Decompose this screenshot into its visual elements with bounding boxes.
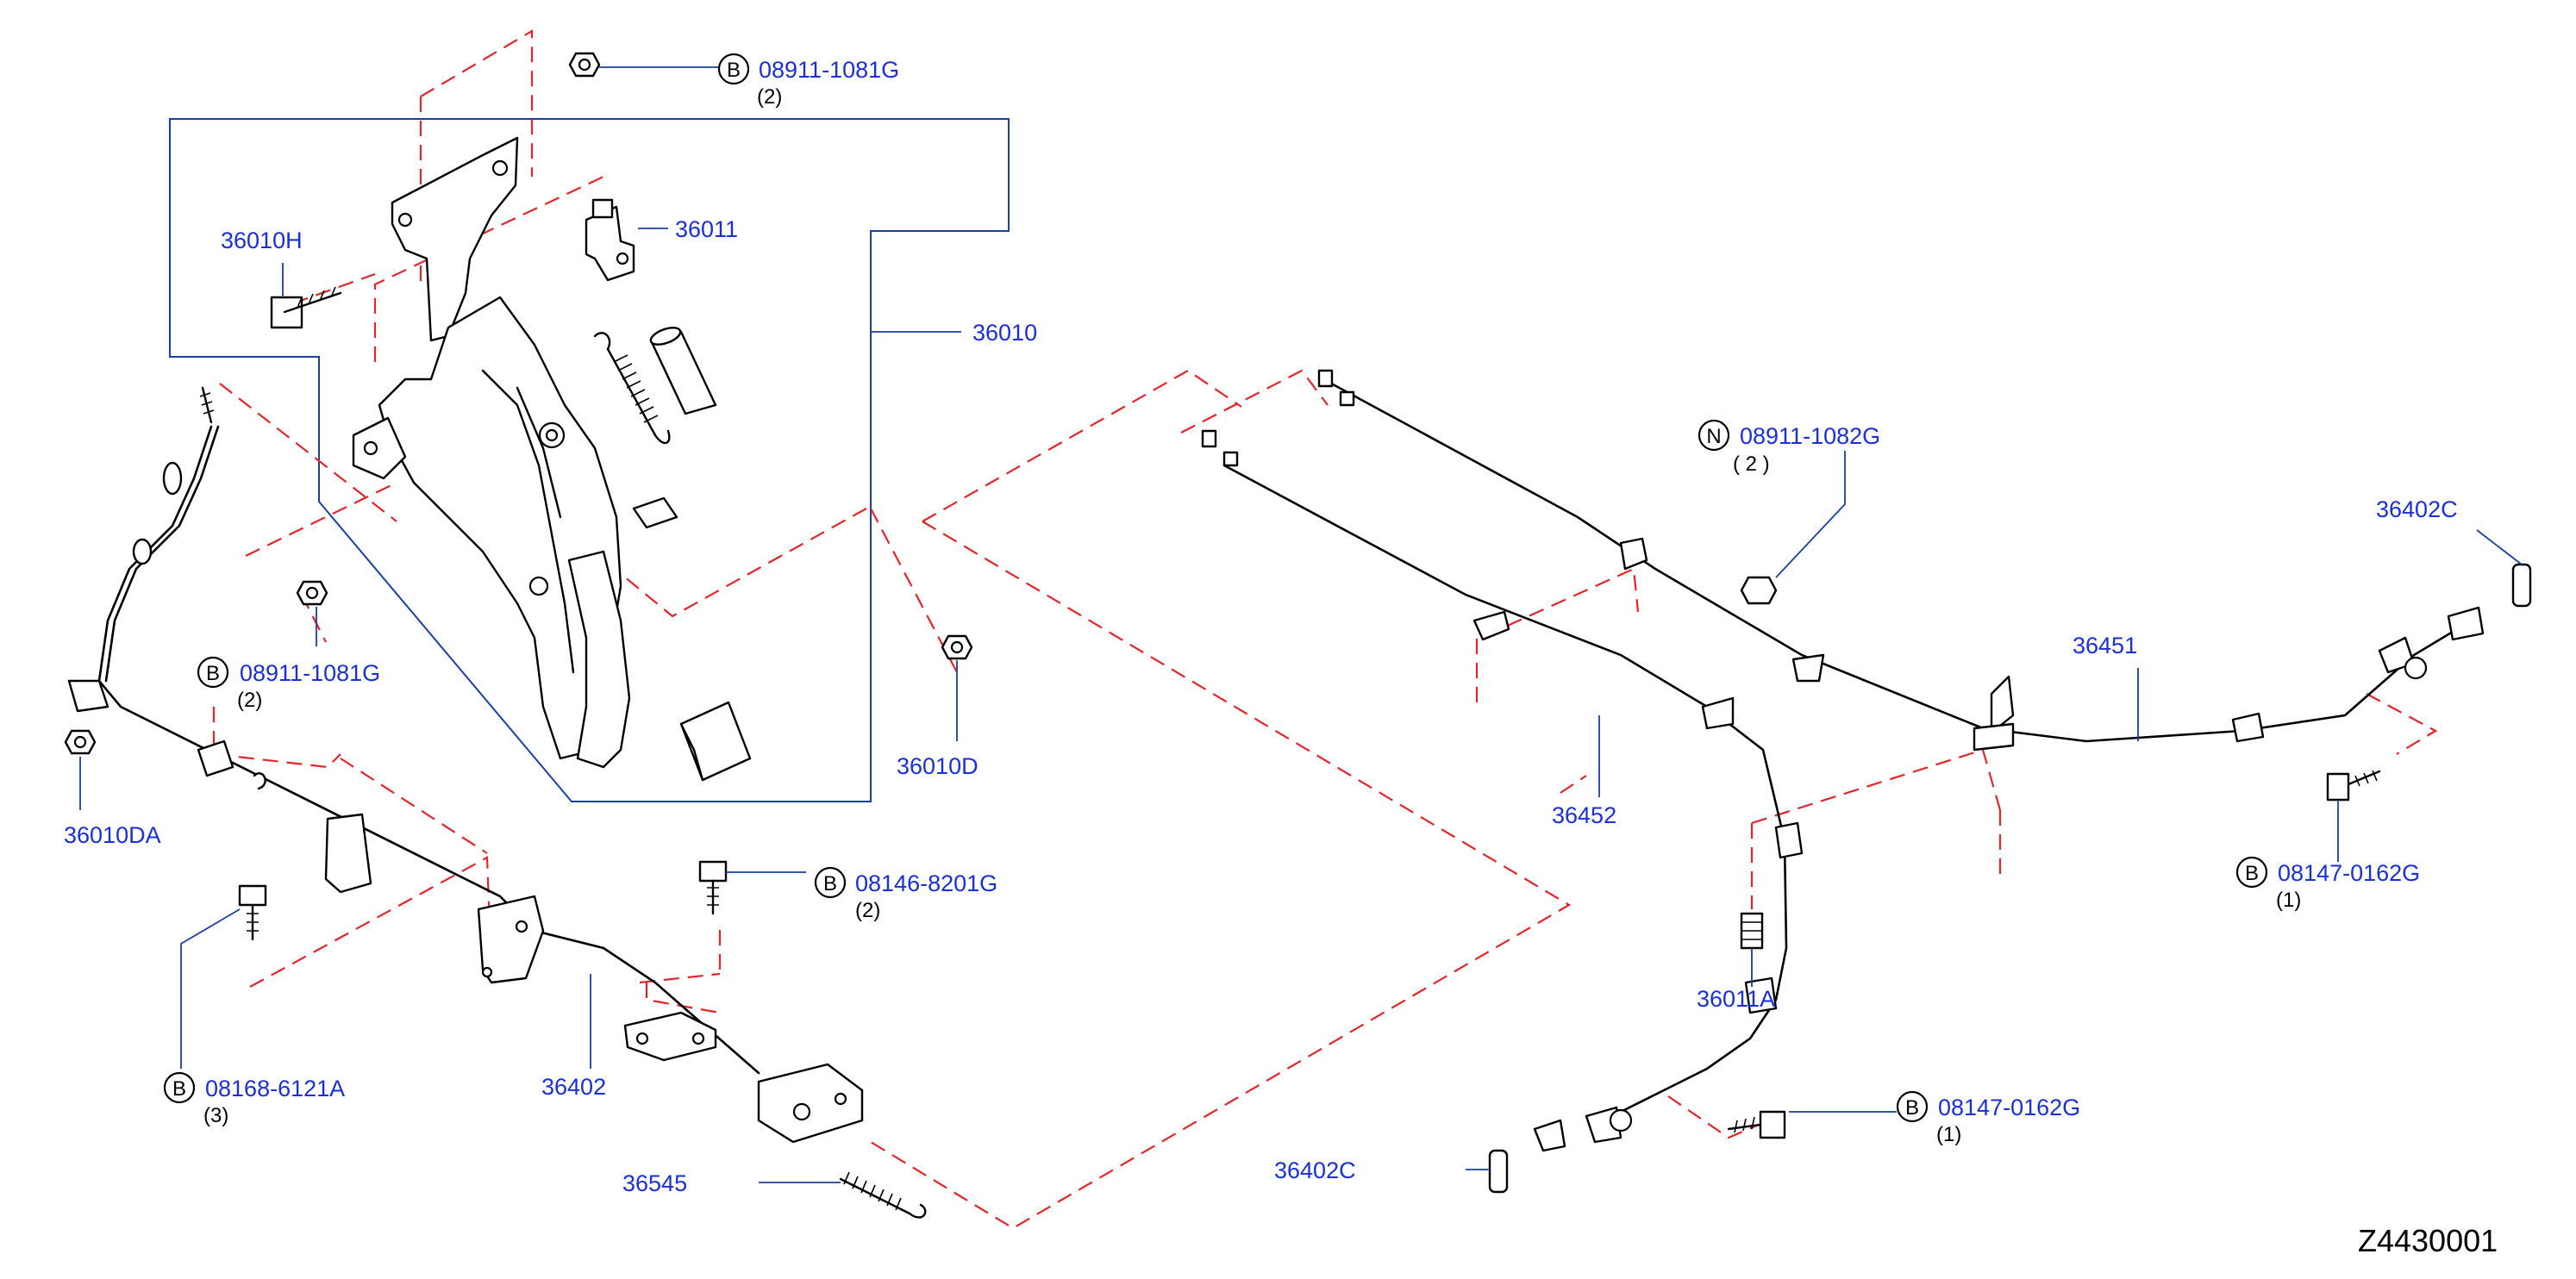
fastener-callout-n-08911-1082G: N 08911-1082G ( 2 ) xyxy=(1698,419,1880,476)
leader-lines xyxy=(79,66,2523,1183)
quantity-08147-bottom: (1) xyxy=(1936,1123,1961,1146)
diagram-code: Z4430001 xyxy=(2358,1223,2498,1258)
label-08911-1082G: 08911-1082G xyxy=(1740,423,1880,449)
assembly-group-outline xyxy=(169,118,1010,802)
label-36451: 36451 xyxy=(2073,633,2137,658)
label-36402C-right: 36402C xyxy=(2376,496,2458,522)
label-36010D: 36010D xyxy=(897,753,979,779)
pin-36402C-right xyxy=(2511,563,2532,608)
return-spring xyxy=(593,332,671,445)
nut-36010DA xyxy=(64,729,97,755)
label-36452: 36452 xyxy=(1552,802,1616,828)
parking-brake-lever-assembly xyxy=(352,136,631,769)
fastener-callout-b-08911-mid: B 08911-1081G (2) xyxy=(197,656,380,712)
nut-top xyxy=(568,52,601,78)
cable-brackets-front xyxy=(67,679,545,984)
bolt-08147-bottom xyxy=(1727,1110,1786,1139)
quantity-08168: (3) xyxy=(203,1104,228,1127)
label-08147-0162G-right: 08147-0162G xyxy=(2278,860,2420,886)
label-36402: 36402 xyxy=(541,1074,606,1100)
bolt-36011A xyxy=(1740,912,1764,950)
fastener-callout-b-08168: B 08168-6121A (3) xyxy=(163,1071,345,1127)
label-36010DA: 36010DA xyxy=(64,822,161,848)
spring-36545 xyxy=(839,1171,927,1219)
callout-marker: B xyxy=(2245,862,2259,885)
cables xyxy=(97,377,2459,1118)
label-36545: 36545 xyxy=(622,1170,687,1196)
label-36010H: 36010H xyxy=(221,228,303,253)
label-08147-0162G-bottom: 08147-0162G xyxy=(1938,1095,2080,1120)
lever-sleeve xyxy=(649,327,717,415)
callout-marker: N xyxy=(1706,425,1721,448)
part-number-labels: 36010H 36011 36010 36010D 36010DA 36402 … xyxy=(64,216,2458,1196)
quantity-08911-mid: (2) xyxy=(237,689,262,712)
label-36011A: 36011A xyxy=(1697,986,1775,1012)
rear-cable-fittings xyxy=(1201,369,2485,1152)
quantity-08146: (2) xyxy=(855,899,880,922)
nut-36010D xyxy=(941,634,973,660)
callout-marker: B xyxy=(206,662,220,685)
bolt-36010H xyxy=(270,286,342,329)
callout-marker: B xyxy=(727,59,741,82)
callout-marker: B xyxy=(172,1077,186,1101)
fastener-callout-b-08147-right: B 08147-0162G (1) xyxy=(2235,856,2420,912)
callout-marker: B xyxy=(1905,1096,1919,1120)
brake-switch xyxy=(585,198,635,282)
quantity-08147-right: (1) xyxy=(2276,889,2301,912)
front-cable-end xyxy=(132,386,215,565)
quantity-08911-1082G: ( 2 ) xyxy=(1733,452,1770,476)
pedal-pad xyxy=(679,701,752,782)
small-clip xyxy=(632,496,678,529)
label-36011: 36011 xyxy=(675,216,738,242)
bolt-08168 xyxy=(238,884,267,941)
nut-08911-1082G xyxy=(1740,576,1778,605)
bolt-08147-right xyxy=(2326,770,2381,802)
label-08168-6121A: 08168-6121A xyxy=(205,1076,345,1101)
equalizer-bracket xyxy=(623,1011,717,1062)
label-36402C-left: 36402C xyxy=(1274,1157,1356,1183)
quantity-08911-top: (2) xyxy=(757,85,782,109)
cable-adjuster xyxy=(757,1063,864,1144)
label-08911-1081G-mid: 08911-1081G xyxy=(240,660,380,686)
callout-marker: B xyxy=(823,872,837,895)
fastener-callout-b-08146: B 08146-8201G (2) xyxy=(814,866,997,922)
pin-36402C-left xyxy=(1488,1149,1509,1194)
label-08911-1081G-top: 08911-1081G xyxy=(759,57,899,83)
label-08146-8201G: 08146-8201G xyxy=(855,870,997,896)
label-36010: 36010 xyxy=(972,320,1037,346)
nut-mid xyxy=(296,580,328,606)
fastener-callout-b-08147-bottom: B 08147-0162G (1) xyxy=(1896,1090,2080,1146)
bolt-08146 xyxy=(698,860,728,915)
fastener-callout-b-08911-top: B 08911-1081G (2) xyxy=(717,53,899,109)
